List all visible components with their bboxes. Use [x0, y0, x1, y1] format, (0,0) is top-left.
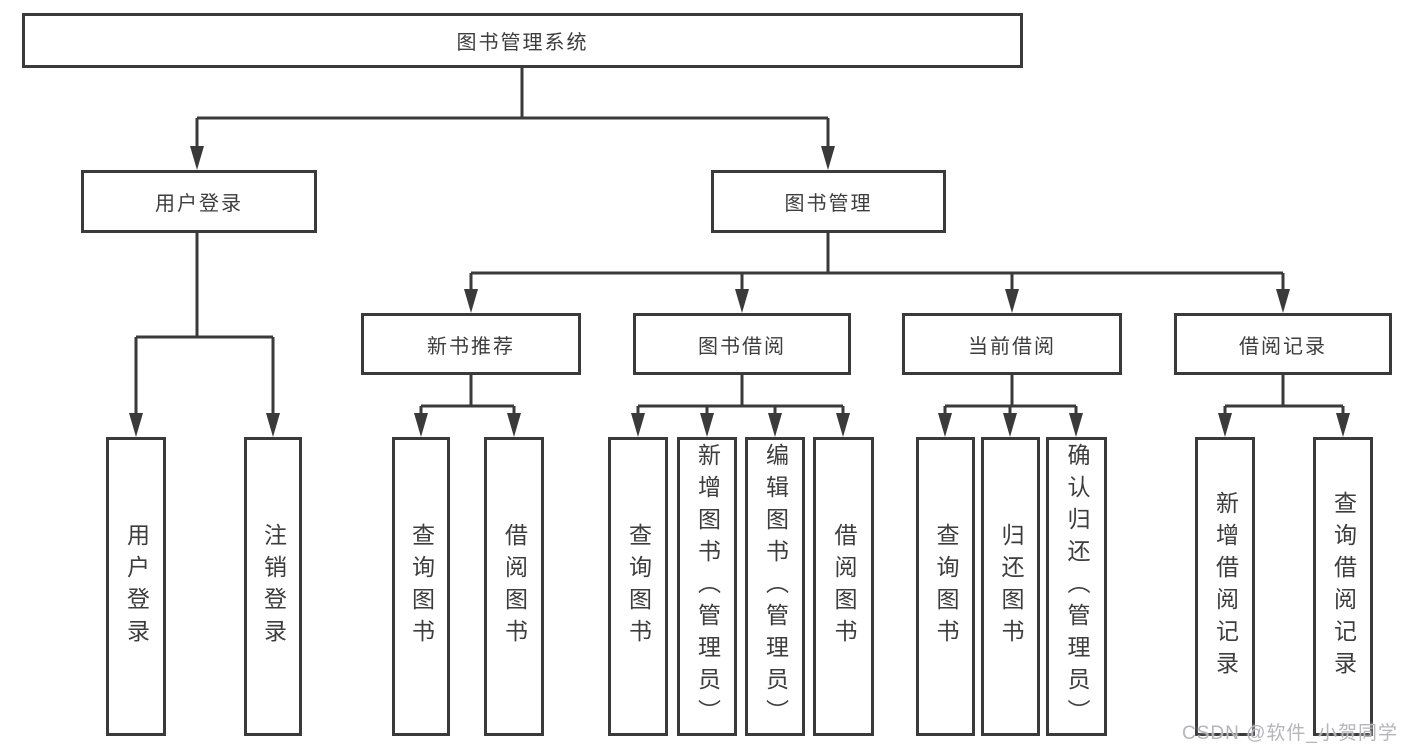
- leaf-label: 注销登录: [260, 522, 287, 651]
- arrowhead-leaf: [1003, 413, 1017, 437]
- node-user-login: 用户登录: [81, 170, 317, 233]
- leaf-label: 用户登录: [123, 522, 150, 651]
- connector-line: [195, 68, 830, 150]
- leaf-label: 新增借阅记录: [1212, 490, 1239, 683]
- connector-book-borrow-branch: [631, 375, 850, 437]
- arrowhead-leaf: [768, 413, 782, 437]
- arrowhead-leaf: [1069, 413, 1083, 437]
- arrowhead-leaf: [129, 413, 143, 437]
- leaf-label: 借阅图书: [501, 522, 528, 651]
- connector-line: [943, 375, 1078, 417]
- node-root: 图书管理系统: [22, 13, 1023, 68]
- arrowhead-current-borrow: [1005, 289, 1019, 313]
- connector-borrow-record-branch: [1218, 375, 1350, 437]
- connector-line: [419, 375, 516, 417]
- arrowhead-leaf: [938, 413, 952, 437]
- connector-book-mgmt-branch: [464, 233, 1290, 313]
- connector-line: [134, 233, 275, 417]
- connector-line: [1223, 375, 1345, 417]
- leaf-logout: 注销登录: [244, 437, 302, 736]
- arrowhead-borrow-record: [1276, 289, 1290, 313]
- connector-line: [469, 233, 1285, 292]
- leaf-label: 查询图书: [408, 522, 435, 651]
- leaf-add-borrow-record: 新增借阅记录: [1195, 437, 1255, 736]
- leaf-query-books-recommend: 查询图书: [392, 437, 450, 736]
- arrowhead-leaf: [836, 413, 850, 437]
- leaf-label: 借阅图书: [831, 522, 857, 651]
- leaf-user-login: 用户登录: [106, 437, 166, 736]
- node-book-mgmt: 图书管理: [711, 170, 946, 233]
- arrowhead-leaf: [266, 413, 280, 437]
- leaf-add-book-admin: 新增图书（管理员）: [677, 437, 737, 736]
- connector-current-borrow-branch: [938, 375, 1083, 437]
- connector-root-to-level2: [190, 68, 835, 170]
- leaf-query-books-current: 查询图书: [916, 437, 975, 736]
- csdn-watermark: CSDN @软件_小贺同学: [1182, 723, 1398, 744]
- arrowhead-leaf: [631, 413, 645, 437]
- leaf-edit-book-admin: 编辑图书（管理员）: [745, 437, 805, 736]
- leaf-label: 归还图书: [998, 522, 1024, 651]
- leaf-label: 新增图书（管理员）: [694, 442, 721, 731]
- arrowhead-leaf: [414, 413, 428, 437]
- leaf-label: 查询图书: [625, 522, 652, 651]
- arrowhead-book-borrow: [735, 289, 749, 313]
- connector-new-book-branch: [414, 375, 521, 437]
- leaf-borrow-books-recommend: 借阅图书: [484, 437, 544, 736]
- arrowhead-leaf: [507, 413, 521, 437]
- leaf-label: 查询借阅记录: [1330, 490, 1357, 683]
- connector-user-login-branch: [129, 233, 280, 437]
- arrowhead-leaf: [1218, 413, 1232, 437]
- leaf-query-books-borrow: 查询图书: [608, 437, 668, 736]
- arrowhead-user-login: [190, 146, 204, 170]
- arrowhead-leaf: [700, 413, 714, 437]
- arrowhead-book-mgmt: [821, 146, 835, 170]
- leaf-return-book: 归还图书: [981, 437, 1040, 736]
- arrowhead-new-book: [464, 289, 478, 313]
- leaf-query-borrow-record: 查询借阅记录: [1313, 437, 1373, 736]
- node-new-book-recommend: 新书推荐: [361, 313, 581, 375]
- node-borrow-record: 借阅记录: [1174, 313, 1392, 375]
- leaf-borrow-books-borrow: 借阅图书: [813, 437, 874, 736]
- leaf-label: 查询图书: [933, 522, 959, 651]
- leaf-confirm-return-admin: 确认归还（管理员）: [1046, 437, 1107, 736]
- arrowhead-leaf: [1336, 413, 1350, 437]
- leaf-label: 确认归还（管理员）: [1064, 442, 1090, 731]
- leaf-label: 编辑图书（管理员）: [762, 442, 789, 731]
- connector-line: [636, 375, 845, 417]
- node-book-borrow: 图书借阅: [633, 313, 851, 375]
- node-current-borrow: 当前借阅: [902, 313, 1122, 375]
